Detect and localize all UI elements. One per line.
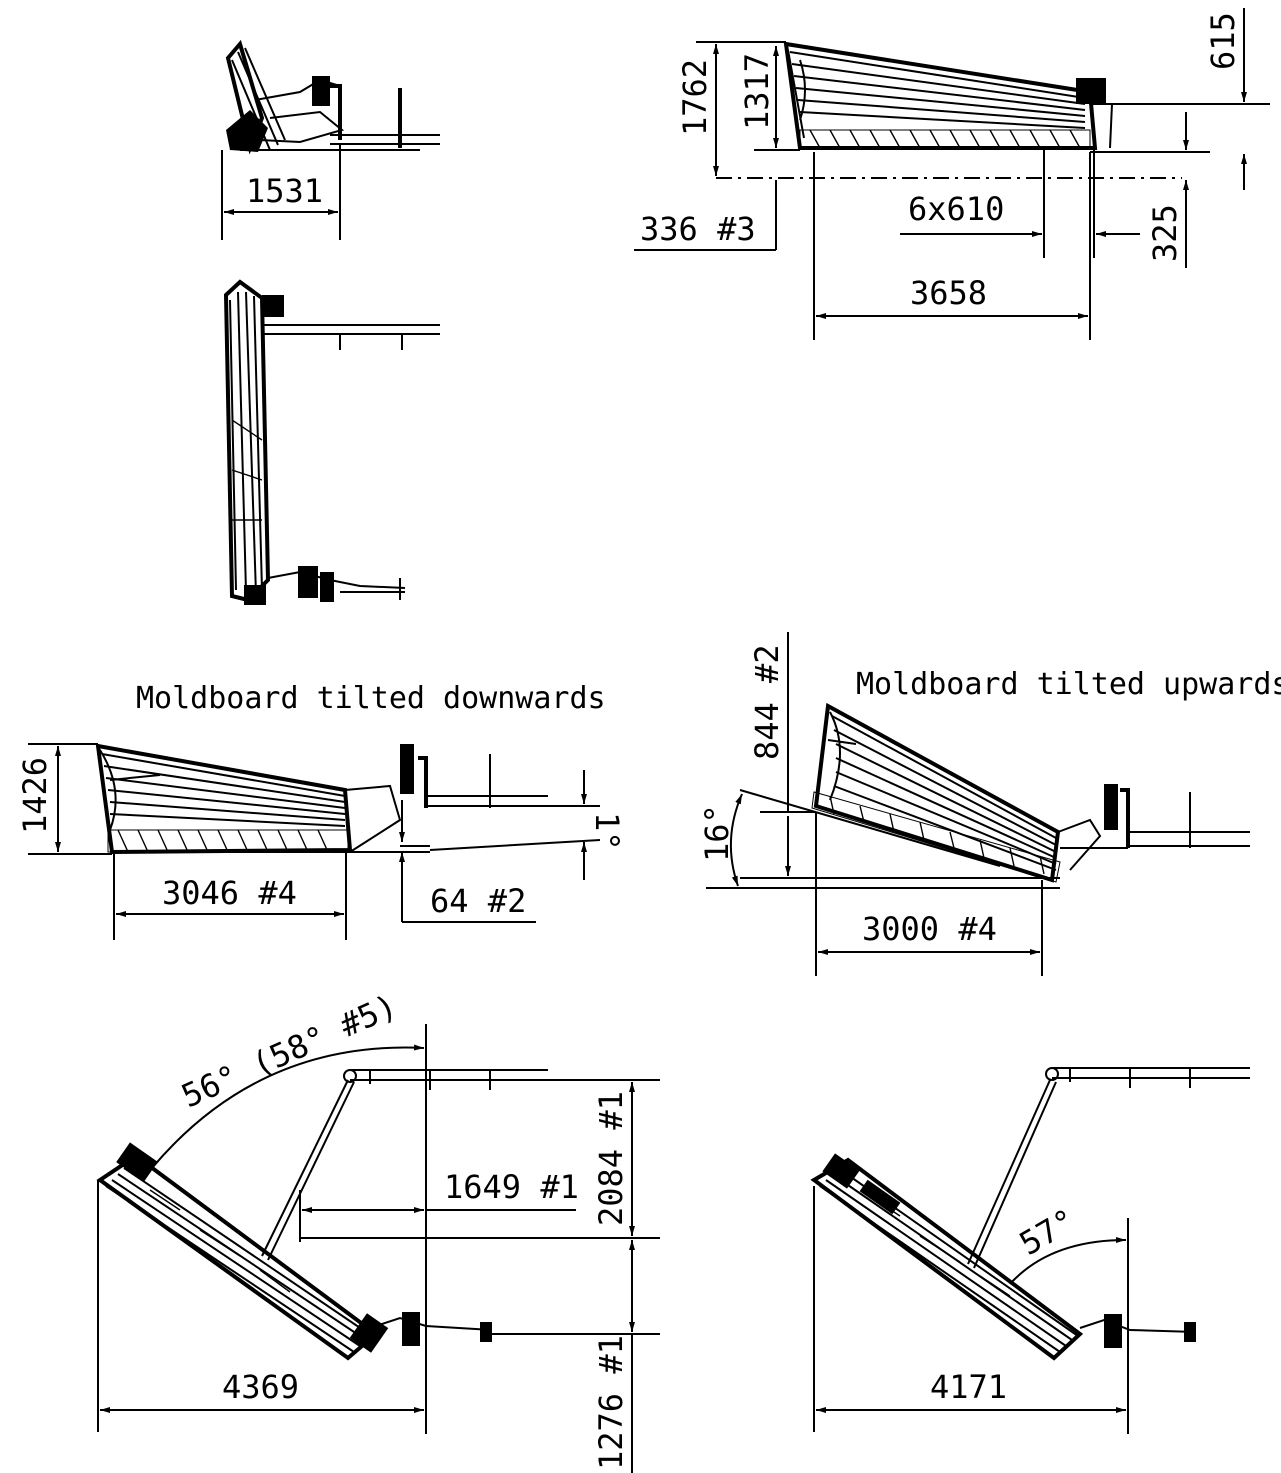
dim-4171: 4171 (813, 1186, 1126, 1432)
dim-325: 325 (1146, 112, 1189, 268)
dim-57deg-label: 57° (1013, 1201, 1082, 1263)
dim-1762: 1762 (676, 41, 786, 176)
dim-64-2: 64 #2 (399, 800, 536, 923)
caption-tilted-downwards: Moldboard tilted downwards (136, 681, 606, 716)
dim-1762-label: 1762 (676, 59, 714, 136)
dim-1531: 1531 (221, 145, 341, 240)
view-tilted-down (95, 743, 548, 855)
dim-16deg: 16° (698, 789, 1060, 889)
dim-615: 615 (1112, 8, 1270, 190)
caption-tilted-upwards: Moldboard tilted upwards (856, 667, 1281, 702)
dim-2084-1: 2084 #1 (300, 1079, 660, 1239)
dim-1317: 1317 (738, 46, 800, 151)
view-tilted-up (811, 702, 1250, 883)
dim-1276-1: 1276 #1 (492, 1240, 660, 1473)
dim-1deg-label: 1° (588, 812, 626, 851)
dim-16deg-label: 16° (698, 804, 736, 862)
view-folded-vertical (223, 279, 440, 605)
dim-4369: 4369 (97, 1180, 424, 1432)
dim-64-label: 64 #2 (430, 882, 526, 920)
dim-3046-label: 3046 #4 (162, 874, 297, 912)
view-swing-right (810, 1067, 1250, 1361)
dim-1649-label: 1649 #1 (444, 1168, 579, 1206)
dim-615-label: 615 (1204, 12, 1242, 70)
dim-325-label: 325 (1146, 204, 1184, 262)
dim-4369-label: 4369 (222, 1368, 299, 1406)
dim-1276-label: 1276 #1 (592, 1335, 630, 1470)
dim-2084-label: 2084 #1 (592, 1091, 630, 1226)
dim-56deg-label: 56° (58° #5) (176, 987, 403, 1116)
dim-3046-4: 3046 #4 (113, 852, 347, 940)
dim-1426: 1426 (16, 743, 112, 855)
view-side-top-right (716, 41, 1210, 179)
dim-6x610-label: 6x610 (908, 190, 1004, 228)
dim-844-label: 844 #2 (748, 644, 786, 760)
dim-3000-label: 3000 #4 (862, 910, 997, 948)
dim-1426-label: 1426 (16, 757, 54, 834)
dim-844-2: 844 #2 (740, 632, 1060, 879)
dim-1649-1: 1649 #1 (299, 1168, 579, 1242)
dim-1deg: 1° (429, 770, 626, 880)
dim-3000-4: 3000 #4 (815, 812, 1043, 976)
dim-336-3: 336 #3 (634, 180, 777, 251)
dim-3658-label: 3658 (910, 274, 987, 312)
view-swing-left (96, 1069, 548, 1361)
dim-4171-label: 4171 (930, 1368, 1007, 1406)
dim-1317-label: 1317 (738, 53, 776, 130)
dim-3658: 3658 (813, 152, 1091, 340)
view-transport-side (225, 39, 440, 155)
dim-6x610: 6x610 (900, 150, 1140, 258)
dim-336-label: 336 #3 (640, 210, 756, 248)
dim-1531-label: 1531 (246, 172, 323, 210)
